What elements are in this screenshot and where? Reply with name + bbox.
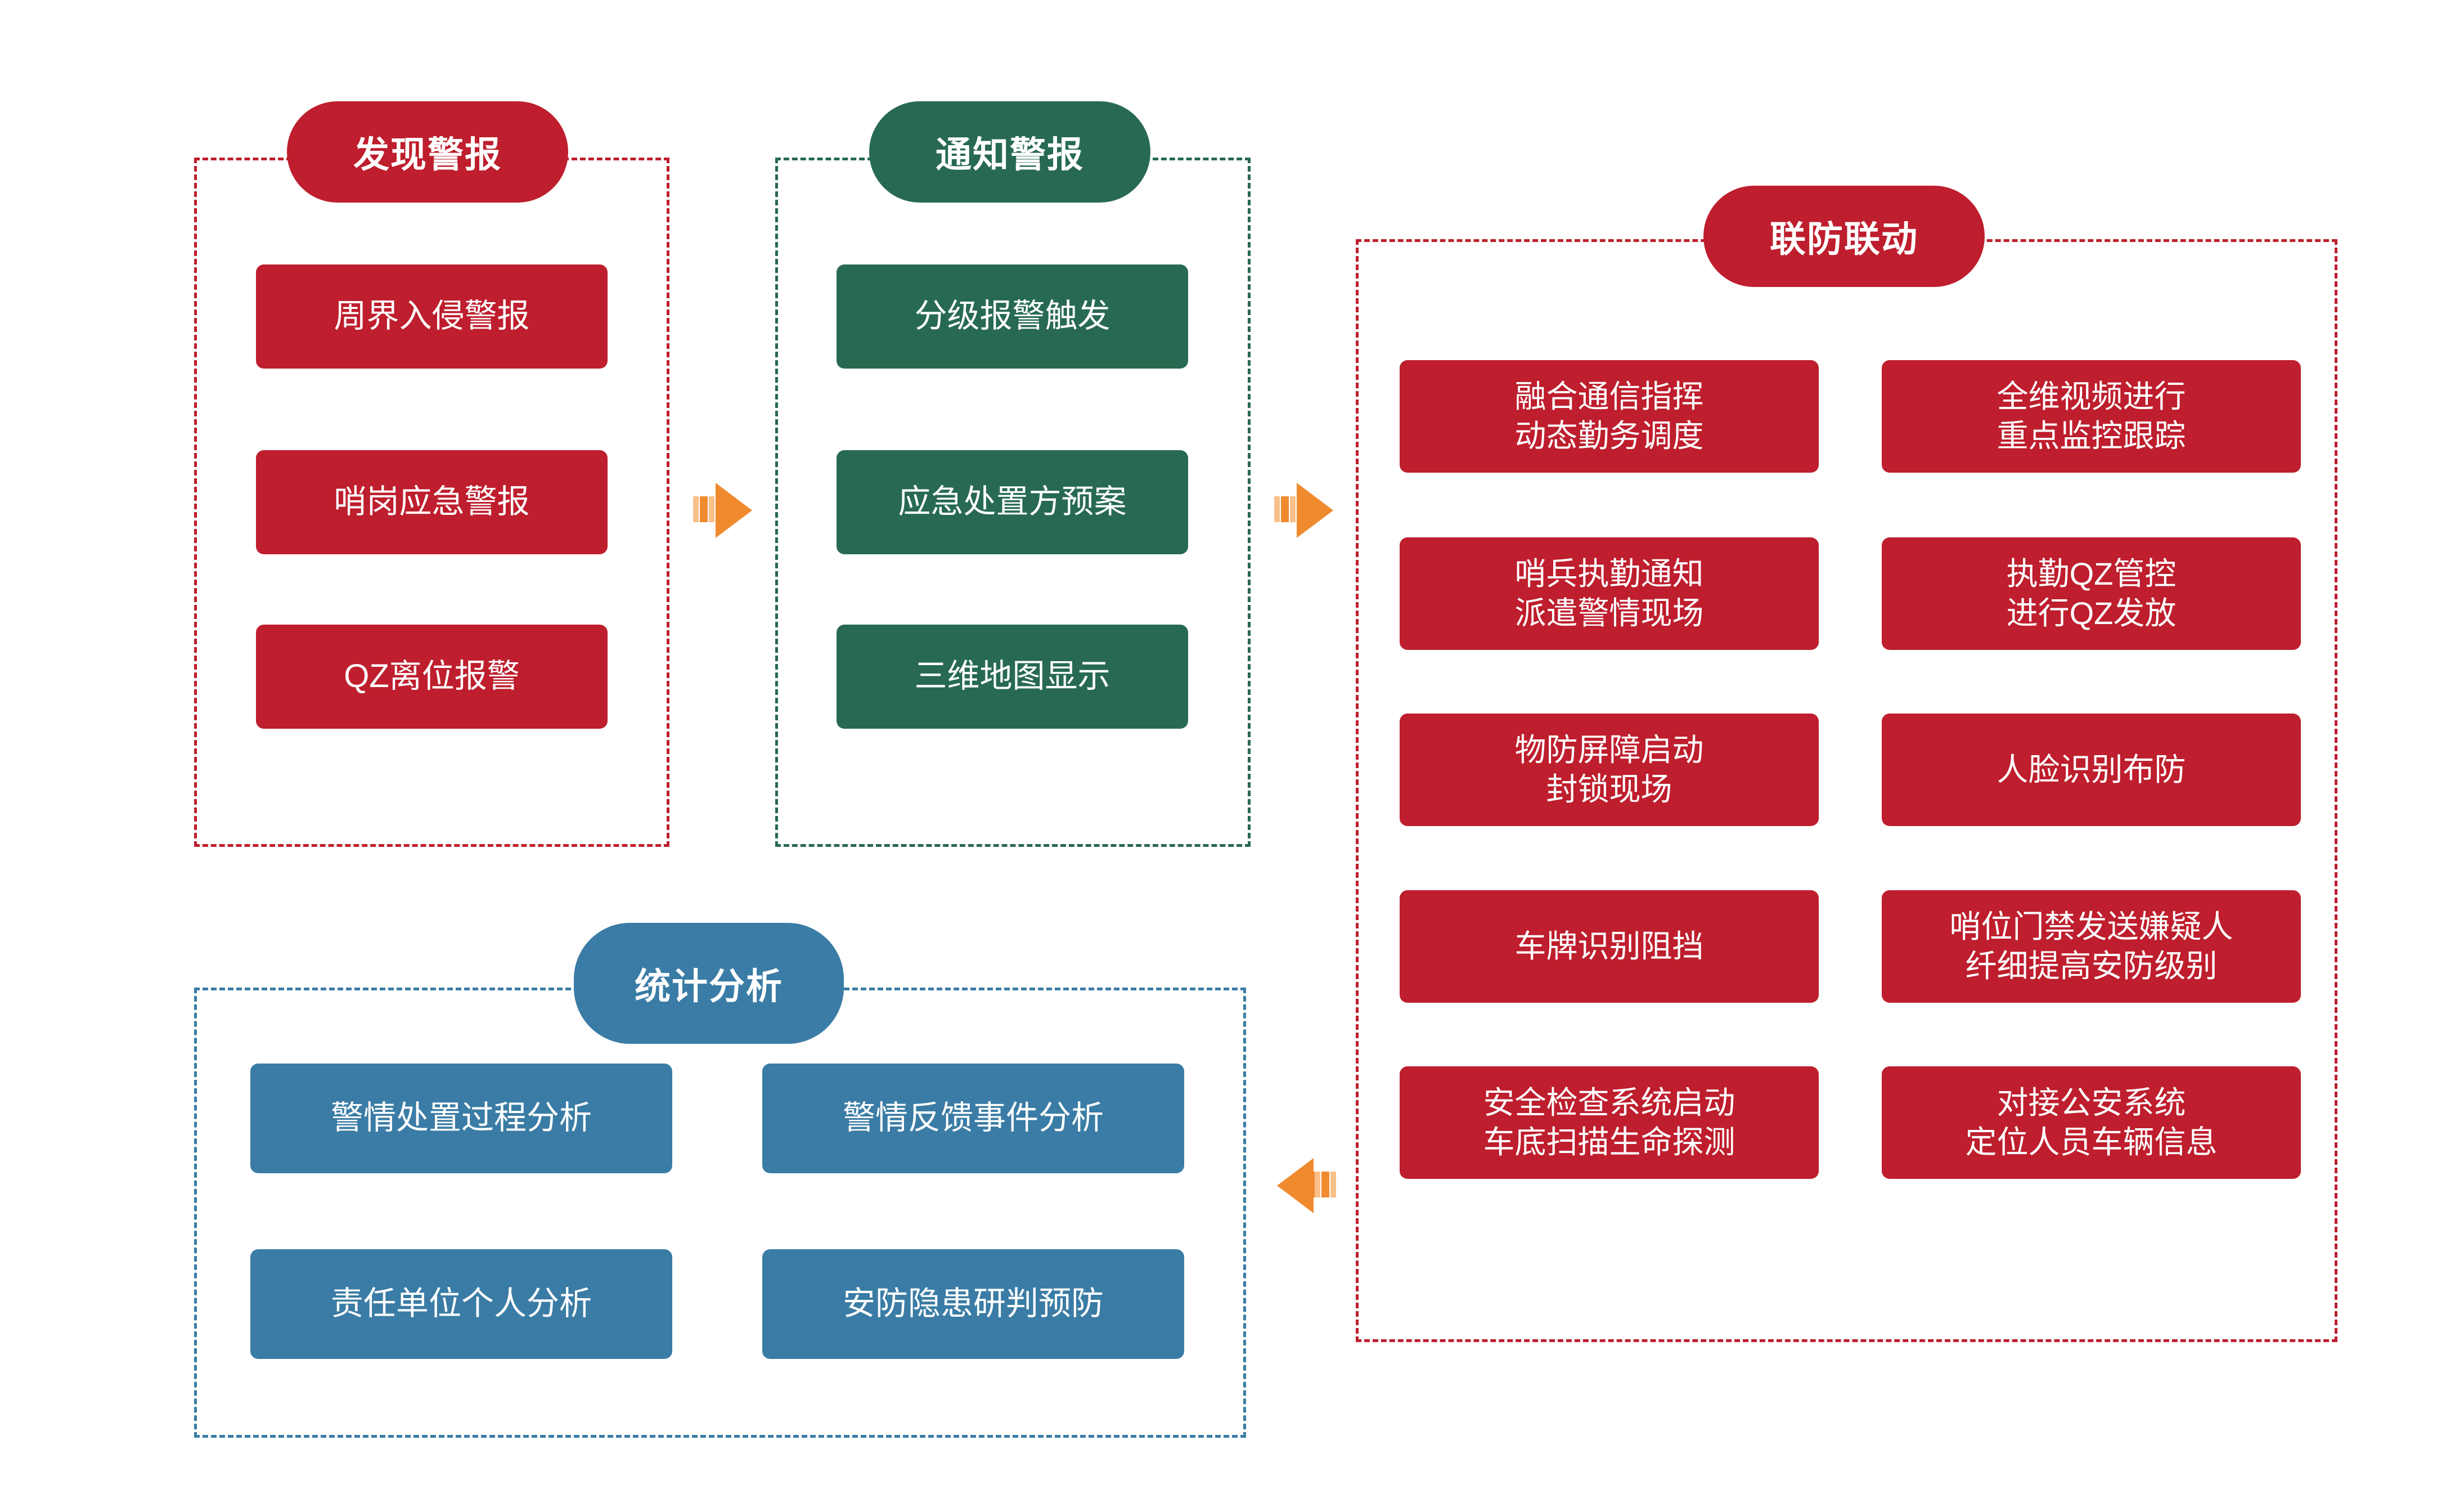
group-title-discover-alarm: 发现警报	[287, 101, 568, 203]
group-title-discover-alarm-label: 发现警报	[353, 134, 502, 175]
card-alarm-feedback-event-analysis[interactable]: 警情反馈事件分析	[762, 1064, 1184, 1173]
arrow-notify-to-joint	[1274, 481, 1336, 540]
card-full-dimension-video-monitoring[interactable]: 全维视频进行 重点监控跟踪	[1882, 360, 2301, 473]
group-title-notify-alarm-label: 通知警报	[936, 134, 1084, 175]
card-sentry-emergency-alarm[interactable]: 哨岗应急警报	[256, 450, 608, 554]
group-title-joint-defense: 联防联动	[1703, 186, 1985, 287]
card-label: 应急处置方预案	[898, 483, 1127, 521]
card-label: 警情反馈事件分析	[842, 1100, 1104, 1137]
card-label: 执勤QZ管控 进行QZ发放	[2006, 556, 2177, 631]
card-physical-barrier-activation[interactable]: 物防屏障启动 封锁现场	[1400, 714, 1819, 826]
card-label: 哨位门禁发送嫌疑人 纤细提高安防级别	[1949, 909, 2233, 984]
card-face-recognition-deployment[interactable]: 人脸识别布防	[1882, 714, 2301, 826]
card-duty-qz-control[interactable]: 执勤QZ管控 进行QZ发放	[1882, 537, 2301, 650]
card-perimeter-intrusion-alarm[interactable]: 周界入侵警报	[256, 264, 608, 369]
group-title-notify-alarm: 通知警报	[869, 101, 1150, 203]
card-qz-offpost-alarm[interactable]: QZ离位报警	[256, 625, 608, 729]
card-label: 分级报警触发	[914, 298, 1110, 335]
card-security-inspection-system[interactable]: 安全检查系统启动 车底扫描生命探测	[1400, 1066, 1819, 1179]
card-label: 全维视频进行 重点监控跟踪	[1997, 379, 2186, 454]
card-label: 哨兵执勤通知 派遣警情现场	[1514, 556, 1704, 631]
card-fusion-communication-command[interactable]: 融合通信指挥 动态勤务调度	[1400, 360, 1819, 473]
arrow-joint-to-statistics	[1274, 1156, 1336, 1215]
card-post-access-suspect-alert[interactable]: 哨位门禁发送嫌疑人 纤细提高安防级别	[1882, 890, 2301, 1003]
card-label: QZ离位报警	[344, 658, 520, 695]
card-graded-alarm-trigger[interactable]: 分级报警触发	[837, 264, 1188, 369]
card-license-plate-blocking[interactable]: 车牌识别阻挡	[1400, 890, 1819, 1003]
group-frame-statistics	[194, 988, 1246, 1438]
card-3d-map-display[interactable]: 三维地图显示	[837, 625, 1188, 729]
card-label: 安全检查系统启动 车底扫描生命探测	[1483, 1085, 1735, 1160]
card-police-system-integration[interactable]: 对接公安系统 定位人员车辆信息	[1882, 1066, 2301, 1179]
card-label: 融合通信指挥 动态勤务调度	[1514, 379, 1704, 454]
card-label: 安防隐患研判预防	[842, 1285, 1104, 1322]
card-label: 警情处置过程分析	[330, 1100, 592, 1137]
group-title-statistics: 统计分析	[574, 923, 844, 1044]
card-label: 对接公安系统 定位人员车辆信息	[1965, 1085, 2218, 1160]
card-label: 三维地图显示	[914, 658, 1110, 695]
group-title-statistics-label: 统计分析	[635, 966, 783, 1007]
card-alarm-handling-process-analysis[interactable]: 警情处置过程分析	[250, 1064, 672, 1173]
card-label: 物防屏障启动 封锁现场	[1514, 732, 1704, 807]
arrow-discover-to-notify	[693, 481, 755, 540]
group-title-joint-defense-label: 联防联动	[1770, 219, 1918, 259]
card-label: 人脸识别布防	[1997, 752, 2186, 787]
card-label: 责任单位个人分析	[330, 1285, 592, 1322]
card-emergency-response-plan[interactable]: 应急处置方预案	[837, 450, 1188, 554]
card-label: 周界入侵警报	[334, 298, 530, 335]
card-security-hazard-prediction[interactable]: 安防隐患研判预防	[762, 1249, 1184, 1359]
card-responsible-unit-individual-analysis[interactable]: 责任单位个人分析	[250, 1249, 672, 1359]
card-label: 车牌识别阻挡	[1514, 928, 1704, 964]
card-sentry-duty-notification[interactable]: 哨兵执勤通知 派遣警情现场	[1400, 537, 1819, 650]
card-label: 哨岗应急警报	[334, 483, 530, 521]
